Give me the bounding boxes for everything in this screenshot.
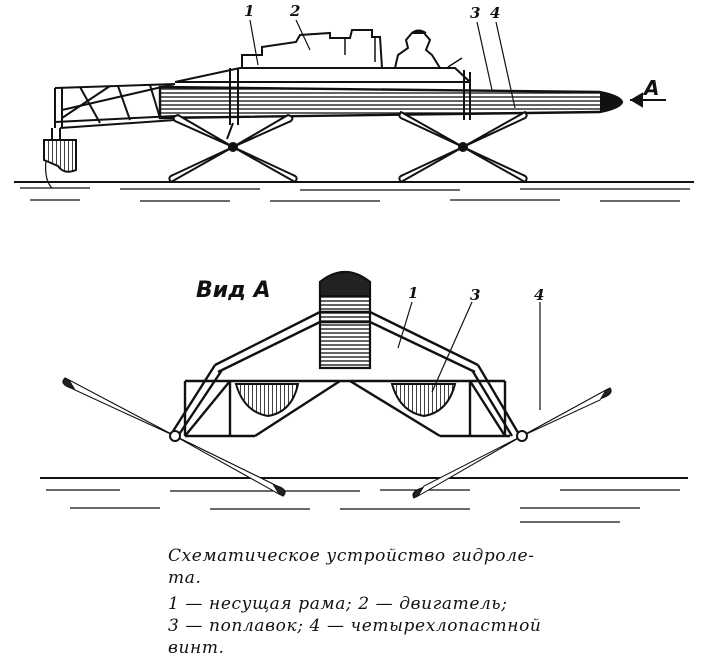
side-frame bbox=[54, 67, 471, 129]
caption-line-2: та. bbox=[168, 568, 202, 588]
front-label-1: 1 bbox=[408, 284, 419, 302]
side-float bbox=[158, 85, 624, 120]
side-propeller-1 bbox=[168, 113, 298, 184]
caption-line-4: 3 — поплавок; 4 — четырехлопастной bbox=[168, 616, 542, 636]
front-propeller-left bbox=[62, 377, 286, 497]
side-label-1: 1 bbox=[244, 2, 255, 20]
caption-line-3: 1 — несущая рама; 2 — двигатель; bbox=[168, 594, 508, 614]
front-label-3: 3 bbox=[470, 286, 481, 304]
front-label-4: 4 bbox=[534, 286, 545, 304]
side-propeller-2 bbox=[398, 110, 528, 184]
view-a-label: Вид А bbox=[196, 278, 271, 303]
front-view bbox=[40, 270, 688, 523]
side-label-3: 3 bbox=[470, 4, 481, 22]
side-label-4: 4 bbox=[490, 4, 501, 22]
caption-line-1: Схематическое устройство гидроле- bbox=[168, 546, 535, 566]
side-water-lines bbox=[14, 181, 694, 202]
side-engine bbox=[241, 29, 383, 69]
front-leader-lines bbox=[397, 301, 541, 410]
view-arrow bbox=[630, 92, 666, 108]
side-pilot bbox=[394, 29, 463, 69]
front-frame bbox=[168, 310, 522, 438]
side-label-2: 2 bbox=[290, 2, 301, 20]
arrow-label: A bbox=[644, 76, 660, 100]
front-float-left bbox=[234, 383, 300, 418]
front-engine bbox=[318, 270, 372, 370]
side-leader-lines bbox=[249, 19, 516, 109]
front-propeller-right bbox=[412, 387, 612, 499]
side-view bbox=[14, 19, 694, 202]
front-float-right bbox=[390, 383, 457, 418]
side-rudder bbox=[43, 128, 77, 189]
front-water-lines bbox=[40, 477, 688, 523]
caption-line-5: винт. bbox=[168, 638, 225, 658]
